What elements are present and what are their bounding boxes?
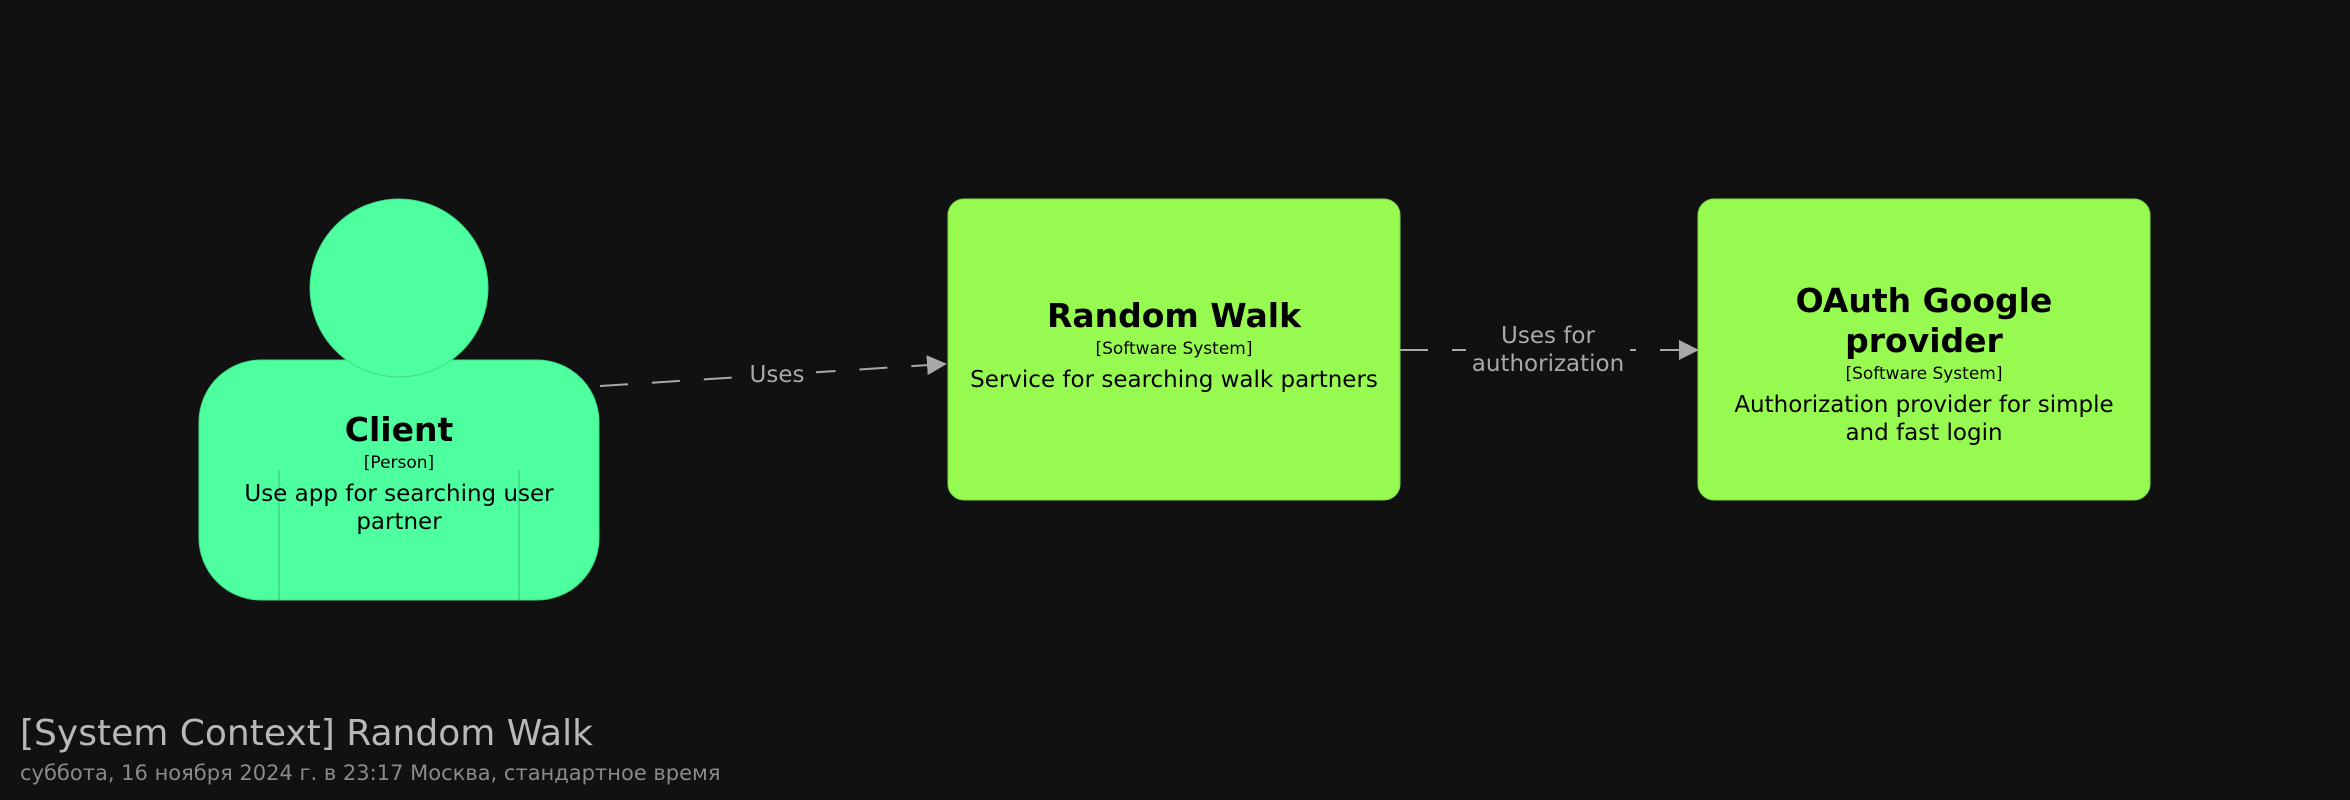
random-walk-title: Random Walk — [1046, 296, 1302, 335]
oauth-text: OAuth Google provider [Software System] … — [1715, 281, 2133, 447]
edge-label-uses: Uses — [738, 361, 816, 389]
oauth-description: Authorization provider for simple and fa… — [1734, 392, 2114, 446]
client-title: Client — [344, 410, 454, 449]
random-walk-tech: [Software System] — [1095, 339, 1253, 359]
random-walk-description: Service for searching walk partners — [970, 367, 1378, 393]
oauth-box[interactable] — [1697, 198, 2151, 501]
oauth-title: OAuth Google provider — [1795, 281, 2053, 360]
client-description: Use app for searching user partner — [244, 481, 554, 535]
client-tech: [Person] — [363, 453, 435, 473]
oauth-tech: [Software System] — [1845, 364, 2003, 384]
random-walk-box[interactable] — [947, 198, 1401, 501]
diagram-timestamp: суббота, 16 ноября 2024 г. в 23:17 Москв… — [20, 761, 721, 785]
edge-label-uses-for-authorization: Uses for authorization — [1466, 322, 1630, 378]
client-head — [309, 198, 489, 378]
random-walk-text: Random Walk [Software System] Service fo… — [960, 296, 1388, 394]
diagram-title: [System Context] Random Walk — [20, 713, 593, 754]
client-person-shape[interactable] — [198, 198, 600, 601]
client-text: Client [Person] Use app for searching us… — [234, 410, 564, 536]
